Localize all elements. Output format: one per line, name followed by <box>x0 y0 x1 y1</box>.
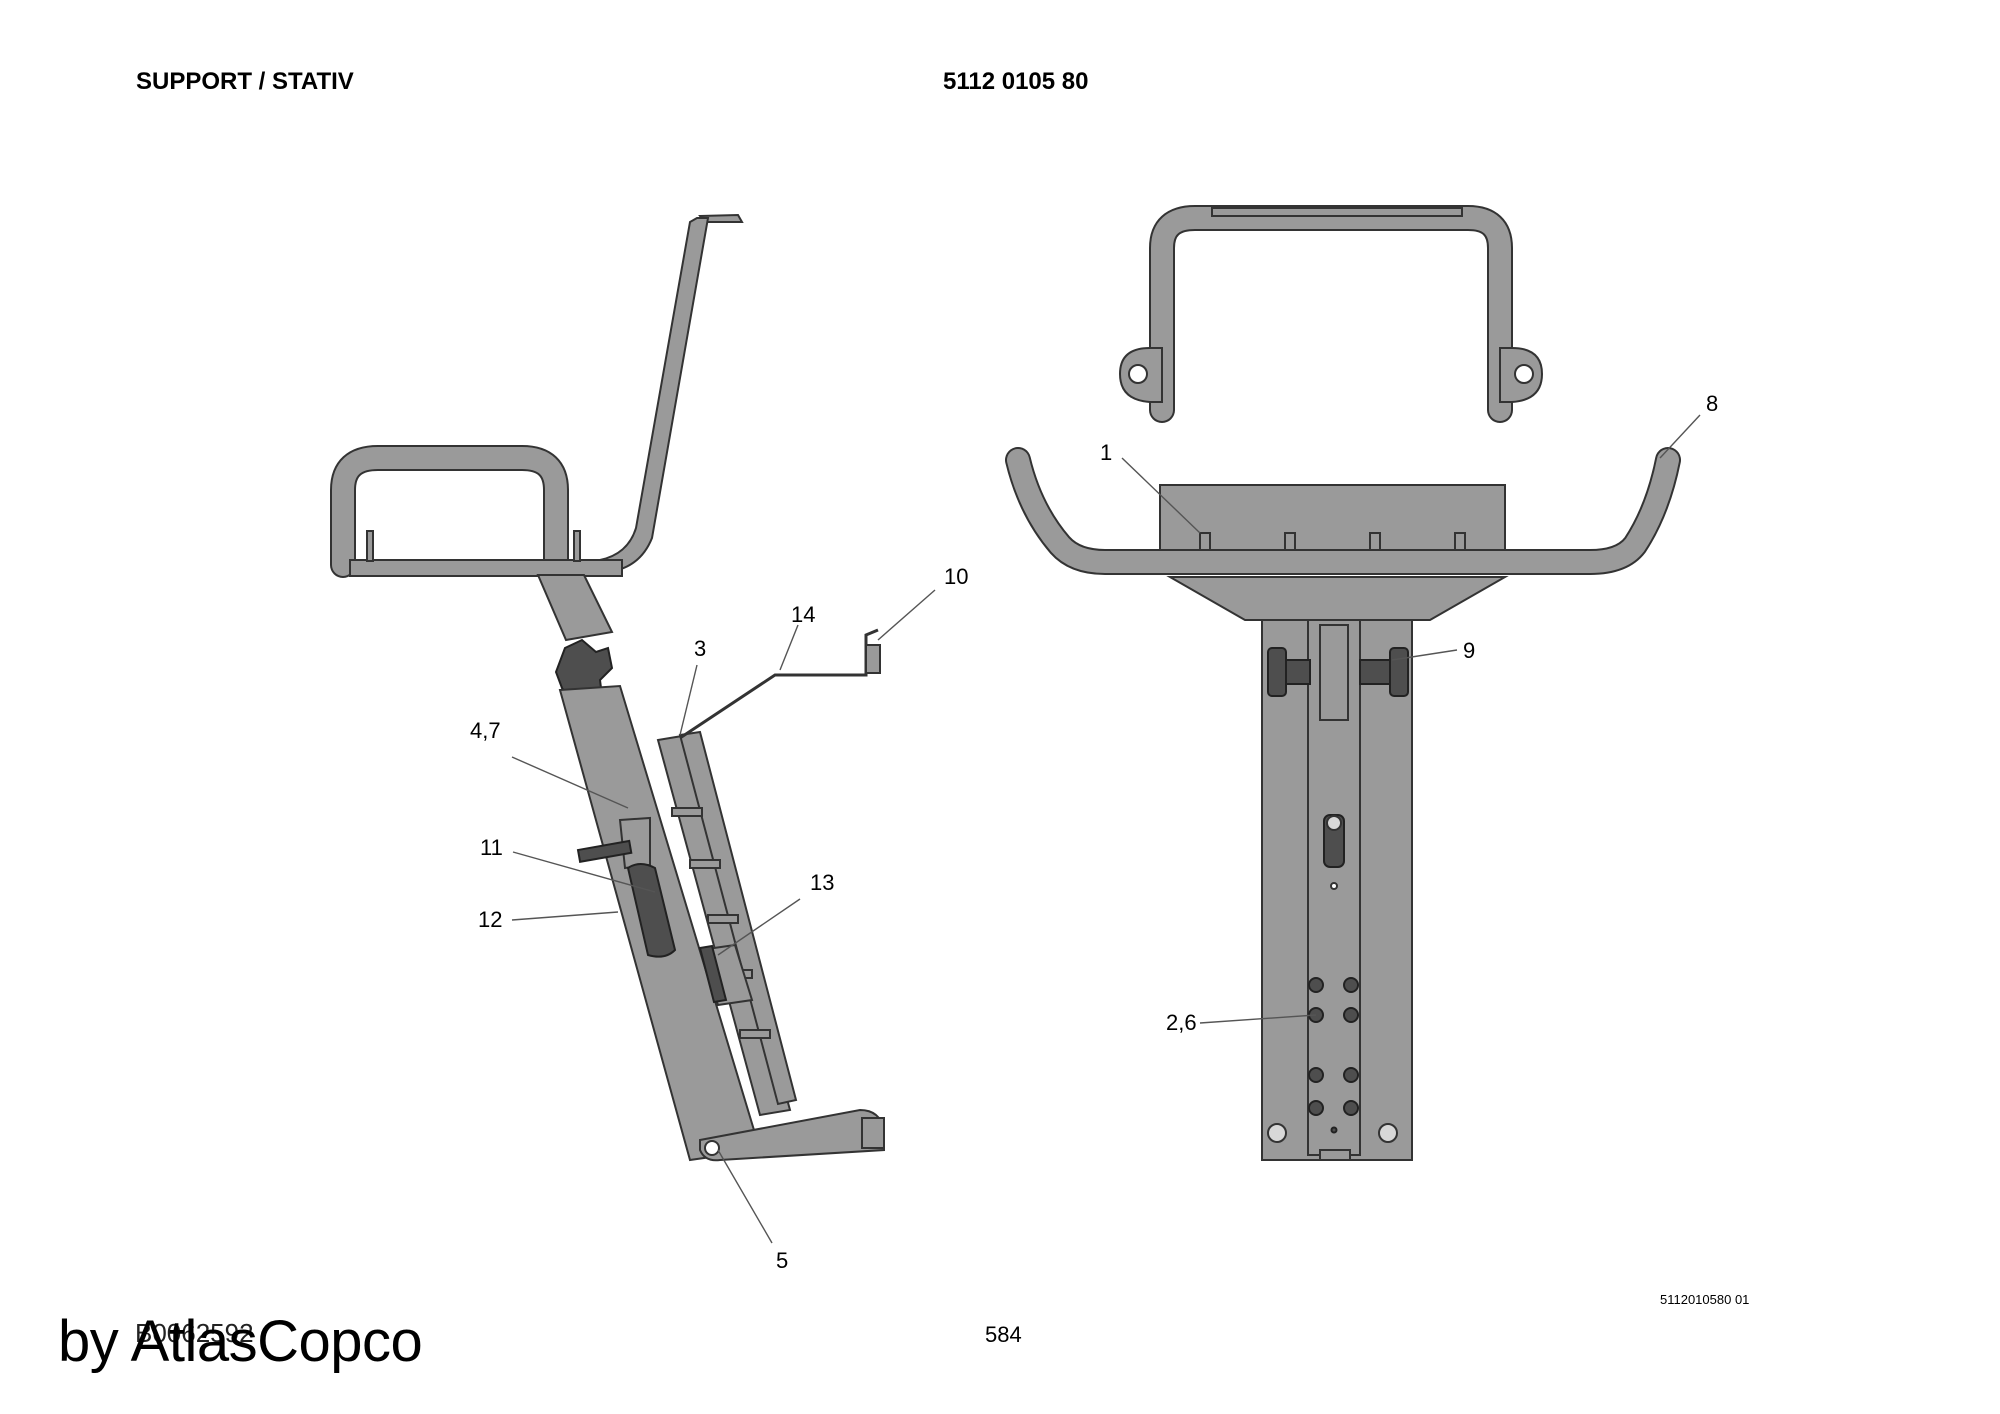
callout-14: 14 <box>791 602 816 627</box>
page-number: 584 <box>985 1322 1022 1347</box>
figure-code: B0062592 <box>135 1318 254 1348</box>
callout-3: 3 <box>694 636 707 661</box>
watermark-text: by AtlasCopco <box>58 1309 423 1374</box>
callout-10: 10 <box>944 564 969 589</box>
callout-8: 8 <box>1706 391 1719 416</box>
document-number: 5112010580 01 <box>1660 1292 1750 1307</box>
side-view <box>330 213 885 1162</box>
callout-4-7: 4,7 <box>470 718 501 743</box>
callout-1: 1 <box>1100 440 1113 465</box>
callout-11: 11 <box>480 835 503 860</box>
callout-13: 13 <box>810 870 835 895</box>
callout-5: 5 <box>776 1248 789 1273</box>
front-view <box>1005 205 1681 1161</box>
part-number: 5112 0105 80 <box>943 68 1089 95</box>
callout-12: 12 <box>478 907 503 932</box>
callout-9: 9 <box>1463 638 1476 663</box>
drawing-title: SUPPORT / STATIV <box>136 68 354 95</box>
callout-2-6: 2,6 <box>1166 1010 1197 1035</box>
leader-lines <box>511 414 1701 1244</box>
